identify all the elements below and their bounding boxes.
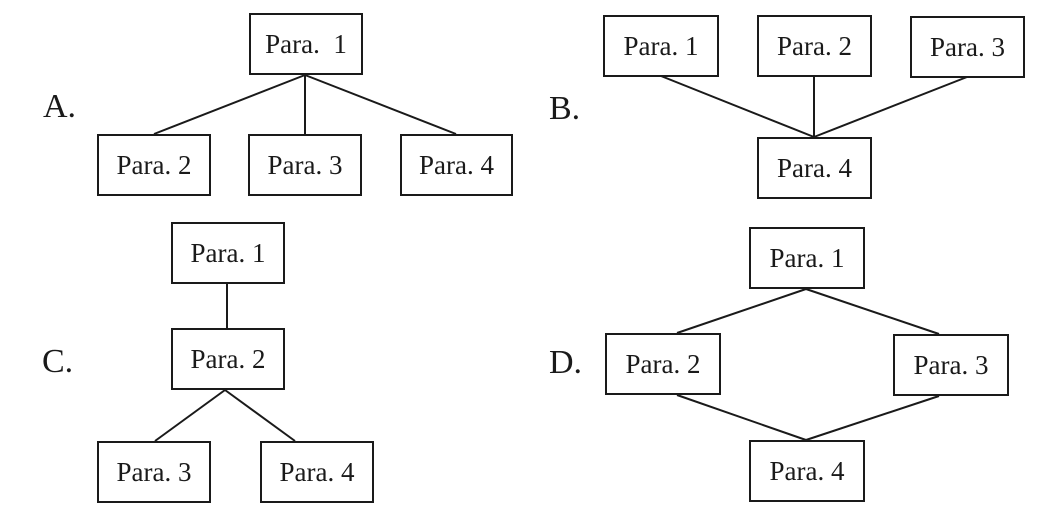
edge-d-1-3 [805,288,940,335]
diagram-d-node-3: Para. 3 [893,334,1009,396]
edge-d-2-4 [676,394,807,441]
edge-c-2-4 [224,389,296,442]
diagram-c-node-4: Para. 4 [260,441,374,503]
edge-d-1-2 [676,288,807,334]
edge-c-2-3 [154,389,226,442]
diagram-c-node-2: Para. 2 [171,328,285,390]
diagram-d-node-1: Para. 1 [749,227,865,289]
diagram-a-node-1: Para. 1 [249,13,363,75]
edge-b-3-4 [813,76,968,138]
edge-d-3-4 [805,395,940,441]
diagram-d-node-4: Para. 4 [749,440,865,502]
option-label-a: A. [43,88,77,125]
edge-a-1-2 [153,74,306,135]
diagram-b-node-4: Para. 4 [757,137,872,199]
option-label-b: B. [549,90,581,127]
diagram-a-node-3: Para. 3 [248,134,362,196]
edge-b-1-4 [660,75,815,138]
diagram-a-node-2: Para. 2 [97,134,211,196]
diagram-c-node-3: Para. 3 [97,441,211,503]
diagram-c-node-1: Para. 1 [171,222,285,284]
diagram-d-node-2: Para. 2 [605,333,721,395]
diagram-a-node-4: Para. 4 [400,134,513,196]
edge-a-1-4 [304,74,457,135]
diagram-b-node-1: Para. 1 [603,15,719,77]
diagram-b-node-3: Para. 3 [910,16,1025,78]
option-label-c: C. [42,343,74,380]
diagram-b-node-2: Para. 2 [757,15,872,77]
option-label-d: D. [549,344,583,381]
